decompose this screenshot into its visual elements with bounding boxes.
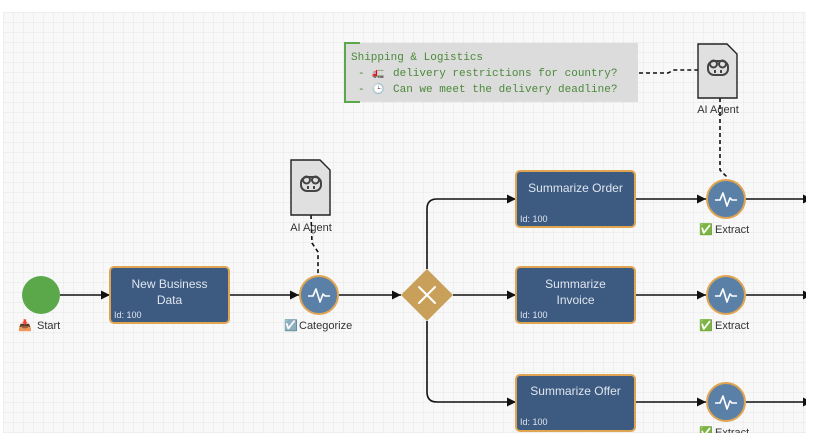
service-task-label: Categorize bbox=[299, 320, 352, 332]
annotation-title: Shipping & Logistics bbox=[351, 52, 483, 64]
association-agent-to-categorize[interactable] bbox=[310, 214, 319, 275]
task-summarize-invoice[interactable]: Summarize Invoice Id: 100 bbox=[515, 266, 636, 324]
task-id-label: Id: 100 bbox=[520, 310, 548, 320]
truck-icon: 🚛 bbox=[372, 68, 384, 79]
task-label-line: Summarize bbox=[545, 277, 606, 291]
task-summarize-order[interactable]: Summarize Order Id: 100 bbox=[515, 170, 636, 228]
task-id-label: Id: 100 bbox=[520, 417, 548, 427]
pulse-icon bbox=[715, 395, 737, 410]
data-object-ai-agent-categorize[interactable] bbox=[290, 159, 331, 216]
service-task-label: Extract bbox=[715, 320, 749, 332]
data-object-ai-agent-extract[interactable] bbox=[697, 43, 738, 99]
copilot-agent-icon bbox=[707, 59, 729, 76]
association-annotation-to-agent[interactable] bbox=[639, 69, 698, 74]
task-id-label: Id: 100 bbox=[114, 310, 142, 320]
service-task-label: Extract bbox=[715, 224, 749, 236]
data-object-label: AI Agent bbox=[697, 104, 739, 116]
service-task-categorize[interactable] bbox=[299, 275, 339, 315]
association-agent-to-extract[interactable] bbox=[719, 98, 727, 179]
service-task-extract-offer[interactable] bbox=[706, 382, 746, 422]
start-event[interactable] bbox=[22, 276, 60, 314]
task-label-line: Summarize Order bbox=[528, 181, 623, 195]
annotation-item-text: delivery restrictions for country? bbox=[393, 68, 617, 80]
text-annotation[interactable]: Shipping & Logistics - 🚛 delivery restri… bbox=[344, 42, 638, 103]
data-object-label: AI Agent bbox=[290, 222, 332, 234]
clock-icon: 🕒 bbox=[372, 82, 384, 95]
annotation-bracket bbox=[344, 42, 360, 103]
x-icon bbox=[418, 286, 436, 304]
extract-status-icon: ✅ bbox=[699, 319, 713, 332]
pulse-icon bbox=[715, 192, 737, 207]
associations bbox=[310, 69, 727, 275]
annotation-item-text: Can we meet the delivery deadline? bbox=[393, 84, 617, 96]
flow-gateway-to-summarize-offer[interactable] bbox=[426, 321, 516, 407]
task-label-line: New Business bbox=[131, 277, 207, 291]
task-label-line: Data bbox=[157, 293, 183, 307]
task-id-label: Id: 100 bbox=[520, 214, 548, 224]
service-task-label: Extract bbox=[715, 427, 749, 439]
pulse-icon bbox=[308, 288, 330, 303]
service-task-extract-invoice[interactable] bbox=[706, 275, 746, 315]
exclusive-gateway[interactable] bbox=[401, 269, 453, 321]
copilot-agent-icon bbox=[300, 175, 322, 192]
task-summarize-offer[interactable]: Summarize Offer Id: 100 bbox=[515, 374, 636, 432]
start-event-icon: 📥 bbox=[18, 319, 32, 332]
sequence-flows bbox=[60, 194, 806, 407]
flow-gateway-to-summarize-order[interactable] bbox=[426, 194, 516, 269]
task-label-line: Invoice bbox=[556, 293, 594, 307]
task-label-line: Summarize Offer bbox=[530, 384, 620, 398]
pulse-icon bbox=[715, 288, 737, 303]
service-task-extract-order[interactable] bbox=[706, 179, 746, 219]
task-new-business-data[interactable]: New Business Data Id: 100 bbox=[109, 266, 230, 324]
categorize-status-icon: ☑️ bbox=[284, 319, 298, 332]
start-event-label: Start bbox=[37, 320, 60, 332]
annotation-item-prefix: - bbox=[358, 68, 365, 80]
extract-status-icon: ✅ bbox=[699, 426, 713, 439]
annotation-item-prefix: - bbox=[358, 84, 365, 96]
extract-status-icon: ✅ bbox=[699, 223, 713, 236]
